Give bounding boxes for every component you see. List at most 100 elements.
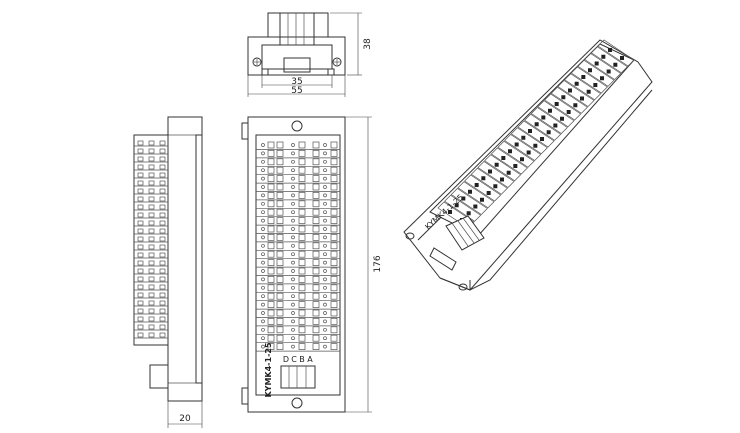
side-terminal-row — [134, 324, 168, 331]
iso-terminal-row — [490, 147, 528, 175]
iso-terminal-row — [450, 188, 488, 215]
front-terminal-row — [256, 343, 340, 352]
side-terminal-row — [134, 300, 168, 307]
isometric-view: KYMK4-1-25 — [403, 39, 653, 291]
side-view: 20 — [133, 116, 203, 428]
iso-mount-hole-left — [405, 232, 415, 240]
side-terminal-row — [134, 204, 168, 211]
iso-terminal-row — [550, 86, 588, 114]
side-view-terminals — [133, 134, 169, 346]
side-terminal-row — [134, 196, 168, 203]
side-terminal-row — [134, 260, 168, 267]
iso-terminal-row — [544, 93, 582, 121]
iso-mount-hole-right — [458, 283, 468, 291]
iso-terminal-row — [577, 59, 615, 87]
iso-terminal-row — [464, 174, 502, 202]
side-terminal-row — [134, 276, 168, 283]
side-terminal-row — [134, 156, 168, 163]
iso-terminal-row — [537, 100, 575, 128]
front-mount-hole-bottom — [291, 397, 303, 409]
front-terminal-row — [256, 334, 340, 344]
front-terminal-row — [256, 158, 340, 167]
side-terminal-row — [134, 228, 168, 235]
side-terminal-row — [134, 148, 168, 155]
side-terminal-row — [134, 316, 168, 323]
front-terminal-row — [256, 284, 340, 293]
dim-inner-width: 35 — [291, 77, 302, 87]
side-terminal-row — [134, 220, 168, 227]
iso-terminal-row — [564, 73, 602, 101]
top-view-din-clip — [283, 57, 311, 73]
front-terminal-row — [256, 301, 340, 310]
iso-terminal-row — [584, 53, 622, 80]
front-terminal-row — [256, 200, 340, 209]
side-terminal-row — [134, 244, 168, 251]
front-terminal-row — [256, 225, 340, 234]
front-view: KYMK4-1-25 D C B A 176 — [241, 116, 383, 413]
iso-din-clip — [429, 247, 457, 271]
top-view-clamp-left — [267, 12, 281, 38]
iso-terminal-row — [484, 154, 522, 182]
side-terminal-row — [134, 188, 168, 195]
front-terminal-row — [256, 234, 340, 243]
front-view-panel — [255, 134, 341, 396]
side-view-body — [167, 116, 203, 402]
side-terminal-row — [134, 284, 168, 291]
terminal-letter-c: C — [291, 355, 297, 364]
dim-depth: 20 — [179, 414, 191, 424]
front-terminal-row — [256, 183, 340, 192]
front-terminal-row — [256, 150, 340, 159]
iso-terminal-row — [570, 66, 608, 94]
front-terminal-row — [256, 217, 340, 226]
side-terminal-row — [134, 164, 168, 171]
dim-outer-width: 55 — [291, 86, 302, 96]
side-terminal-row — [134, 308, 168, 315]
front-terminal-row — [256, 276, 340, 285]
top-view-clamp-right — [313, 12, 329, 38]
terminal-letter-a: A — [307, 355, 313, 364]
side-terminal-row — [134, 172, 168, 179]
iso-terminal-row — [457, 181, 495, 209]
side-terminal-row — [134, 332, 168, 339]
side-terminal-row — [134, 252, 168, 259]
iso-terminal-row — [477, 161, 515, 188]
iso-terminal-row — [557, 80, 595, 107]
front-terminal-row — [256, 192, 340, 201]
iso-terminal-row — [504, 134, 542, 161]
iso-terminal-row — [590, 46, 628, 74]
top-view: 38 35 55 — [247, 12, 373, 97]
front-view-body — [247, 116, 346, 413]
side-terminal-row — [134, 236, 168, 243]
dim-length: 176 — [373, 255, 383, 272]
iso-terminal-row — [597, 39, 635, 67]
iso-terminal-row — [524, 113, 562, 141]
mount-screw-right — [332, 57, 342, 67]
front-terminal-row — [256, 292, 340, 302]
iso-terminal-row — [497, 140, 535, 168]
iso-terminal-row — [530, 107, 568, 134]
front-terminal-row — [256, 250, 340, 260]
iso-terminal-row — [444, 194, 482, 222]
front-terminal-row — [256, 141, 340, 150]
dim-height-top: 38 — [363, 38, 373, 50]
side-terminal-row — [134, 180, 168, 187]
front-terminal-row — [256, 259, 340, 268]
side-terminal-row — [134, 268, 168, 275]
iso-terminal-row — [470, 167, 508, 195]
mount-screw-left — [252, 57, 262, 67]
front-mount-hole-top — [291, 120, 303, 132]
iso-terminal-row — [517, 120, 555, 148]
front-terminal-row — [256, 208, 340, 218]
side-terminal-row — [134, 140, 168, 147]
front-terminal-row — [256, 267, 340, 276]
front-terminal-row — [256, 166, 340, 176]
front-terminal-row — [256, 326, 340, 335]
terminal-letter-d: D — [283, 355, 289, 364]
front-terminal-row — [256, 309, 340, 318]
front-model-label: KYMK4-1-25 — [264, 342, 273, 397]
front-connector — [280, 365, 316, 389]
side-terminal-row — [134, 212, 168, 219]
terminal-letter-b: B — [299, 355, 305, 364]
